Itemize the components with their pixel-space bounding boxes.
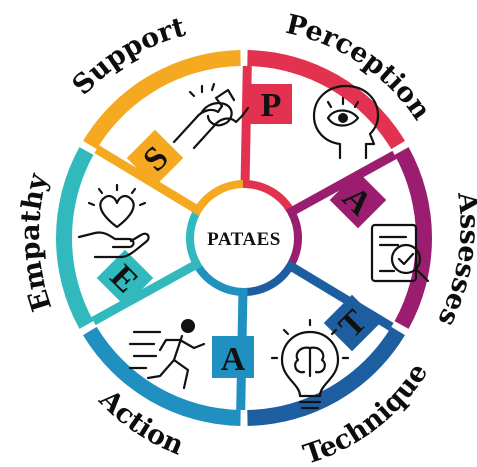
center-circle — [198, 192, 290, 284]
title-empathy: Empathy — [15, 169, 58, 314]
segment-inner-arc-assesses — [287, 209, 302, 267]
handshake-icon — [172, 82, 250, 150]
segment-inner-arc-action — [194, 263, 244, 296]
segment-inner-arc-empathy — [186, 209, 201, 267]
segment-spoke-support — [94, 145, 204, 217]
title-support: Support — [67, 12, 190, 102]
letter-tab-perception: P — [250, 84, 292, 124]
segment-spoke-assesses — [285, 150, 397, 218]
letter-tab-support: S — [126, 129, 184, 187]
letter-tab-action: A — [212, 336, 254, 378]
center-label: PATAES — [207, 229, 281, 250]
segment-inner-arc-technique — [244, 263, 294, 296]
letter-tab-assesses: A — [329, 171, 387, 229]
svg-text:P: P — [261, 87, 282, 124]
head-with-eye-icon — [312, 84, 380, 160]
segment-spoke-perception — [240, 65, 252, 189]
segment-band-technique — [247, 326, 405, 426]
segment-spoke-technique — [284, 259, 394, 331]
segment-band-action — [83, 326, 241, 426]
segment-band-empathy — [56, 147, 94, 329]
document-magnifier-icon — [370, 223, 430, 283]
segment-band-perception — [247, 50, 405, 150]
segment-inner-arc-perception — [244, 180, 294, 213]
segment-band-assesses — [394, 147, 433, 329]
lightbulb-brain-icon — [270, 318, 350, 410]
title-assesses: Assesses — [431, 189, 477, 331]
segment-spoke-empathy — [91, 258, 203, 326]
svg-text:A: A — [221, 341, 246, 378]
segment-band-support — [83, 50, 241, 150]
running-person-icon — [128, 319, 206, 390]
segment-inner-arc-support — [194, 180, 244, 213]
title-action: Action — [92, 383, 188, 462]
hand-heart-icon — [77, 183, 150, 259]
